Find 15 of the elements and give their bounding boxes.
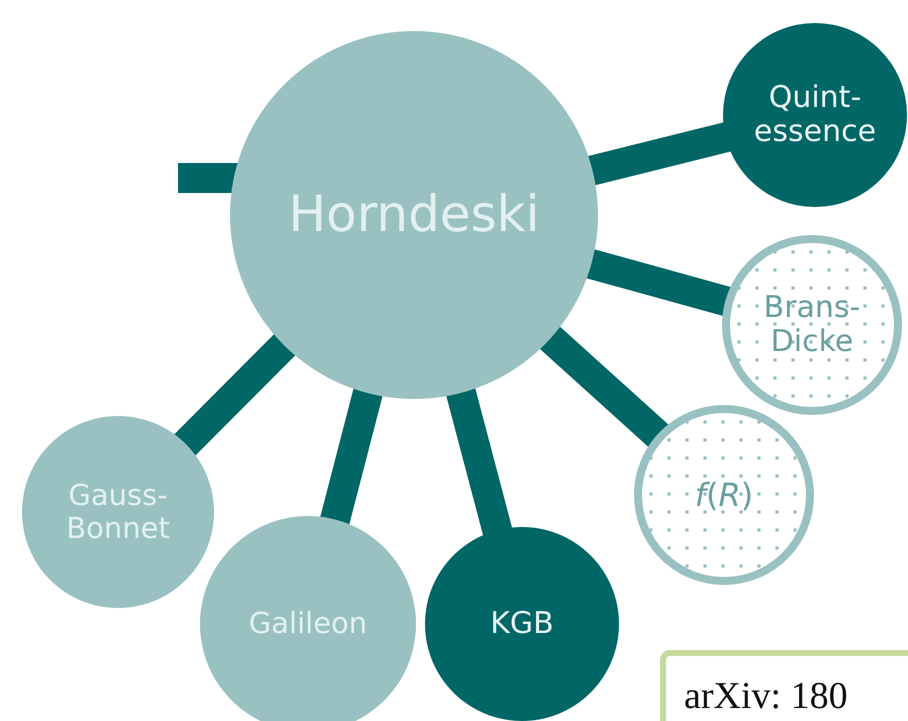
reference-text: arXiv: 180 bbox=[684, 675, 848, 717]
connector bbox=[538, 326, 669, 448]
topic-label: Gauss- Bonnet bbox=[65, 478, 171, 546]
connector bbox=[320, 387, 383, 526]
connector bbox=[446, 387, 512, 536]
connector bbox=[585, 249, 732, 316]
topic-label: KGB bbox=[489, 606, 555, 642]
connector bbox=[586, 122, 732, 186]
topic-label: Galileon bbox=[248, 607, 368, 641]
topic-label: Brans- Dicke bbox=[762, 290, 862, 360]
topic-label: f(R) bbox=[694, 476, 754, 514]
connector bbox=[174, 333, 296, 456]
topic-label: Quint- essence bbox=[752, 80, 878, 150]
topic-label: Horndeski bbox=[288, 186, 540, 244]
connector bbox=[178, 163, 240, 193]
